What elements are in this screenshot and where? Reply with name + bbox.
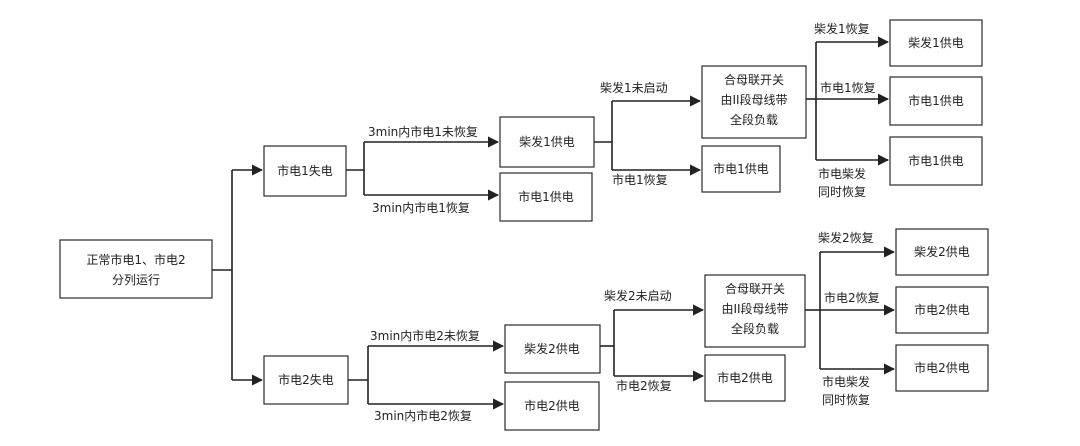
node-coupler1-line3: 全段负载 [730, 112, 778, 127]
label-m1-restored: 市电1恢复 [612, 172, 668, 187]
label-gen2-not-started: 柴发2未启动 [604, 288, 672, 303]
label-m1-restored-3min: 3min内市电1恢复 [372, 200, 470, 215]
node-coupler2: 合母联开关 由II段母线带 全段负载 [704, 274, 806, 348]
node-gen2-supply: 柴发2供电 [504, 324, 601, 374]
node-mains2-loss: 市电2失电 [263, 355, 349, 405]
node-gen1-supply-final-label: 柴发1供电 [908, 35, 964, 50]
label-m2-gen-restored-line2: 同时恢复 [822, 393, 870, 407]
node-gen1-supply: 柴发1供电 [499, 116, 595, 168]
label-m2-gen-restored-line1: 市电柴发 [822, 374, 870, 389]
node-coupler2-line2: 由II段母线带 [721, 301, 788, 316]
node-normal-line2: 分列运行 [112, 273, 160, 287]
label-gen2-restored: 柴发2恢复 [818, 230, 874, 245]
label-m1-restored-2: 市电1恢复 [820, 80, 876, 95]
node-mains2-supply-d: 市电2供电 [895, 344, 989, 392]
connectors [212, 36, 896, 410]
label-gen1-restored: 柴发1恢复 [814, 21, 870, 36]
node-mains2-supply-a-label: 市电2供电 [524, 398, 580, 413]
node-mains1-supply-b-label: 市电1供电 [713, 161, 769, 176]
node-mains1-supply-a-label: 市电1供电 [518, 189, 574, 204]
label-m1-gen-restored-line2: 同时恢复 [818, 185, 866, 199]
node-coupler1: 合母联开关 由II段母线带 全段负载 [701, 65, 807, 139]
node-mains1-supply-b: 市电1供电 [701, 145, 781, 193]
node-mains1-supply-d-label: 市电1供电 [908, 153, 964, 168]
node-mains1-supply-c-label: 市电1供电 [908, 93, 964, 108]
label-m1-gen-restored-line1: 市电柴发 [818, 166, 866, 181]
node-mains2-supply-b-label: 市电2供电 [717, 370, 773, 385]
node-mains1-supply-d: 市电1供电 [889, 136, 983, 186]
node-mains2-loss-label: 市电2失电 [278, 372, 334, 387]
node-mains1-loss-label: 市电1失电 [277, 163, 333, 178]
node-normal-line1: 正常市电1、市电2 [86, 252, 185, 267]
label-m2-restored-2: 市电2恢复 [824, 290, 880, 305]
label-m1-not-restored-3min: 3min内市电1未恢复 [368, 124, 478, 139]
edge-labels: 3min内市电1未恢复 3min内市电1恢复 柴发1未启动 市电1恢复 柴发1恢… [368, 21, 880, 423]
node-mains1-loss: 市电1失电 [263, 145, 347, 197]
node-mains1-supply-c: 市电1供电 [889, 76, 983, 126]
node-gen2-supply-final-label: 柴发2供电 [914, 244, 970, 259]
node-mains2-supply-b: 市电2供电 [704, 354, 786, 402]
node-gen1-supply-final: 柴发1供电 [889, 19, 983, 67]
node-gen1-supply-label: 柴发1供电 [519, 134, 575, 149]
node-mains1-supply-a: 市电1供电 [499, 172, 593, 222]
node-mains2-supply-c: 市电2供电 [895, 286, 989, 334]
node-coupler1-line1: 合母联开关 [724, 72, 784, 87]
node-mains2-supply-d-label: 市电2供电 [914, 360, 970, 375]
label-m2-not-restored-3min: 3min内市电2未恢复 [370, 328, 480, 343]
node-normal-operation: 正常市电1、市电2 分列运行 [59, 239, 213, 299]
node-gen2-supply-label: 柴发2供电 [524, 341, 580, 356]
node-coupler2-line1: 合母联开关 [725, 281, 785, 296]
nodes: 正常市电1、市电2 分列运行 市电1失电 市电2失电 柴发1供电 市电1供电 合… [59, 19, 989, 431]
node-coupler2-line3: 全段负载 [731, 321, 779, 336]
node-coupler1-line2: 由II段母线带 [720, 92, 787, 107]
label-m2-restored-3min: 3min内市电2恢复 [374, 408, 472, 423]
label-gen1-not-started: 柴发1未启动 [600, 80, 668, 95]
node-mains2-supply-c-label: 市电2供电 [914, 302, 970, 317]
label-m2-restored: 市电2恢复 [616, 378, 672, 393]
node-mains2-supply-a: 市电2供电 [504, 381, 600, 431]
node-gen2-supply-final: 柴发2供电 [895, 228, 989, 276]
